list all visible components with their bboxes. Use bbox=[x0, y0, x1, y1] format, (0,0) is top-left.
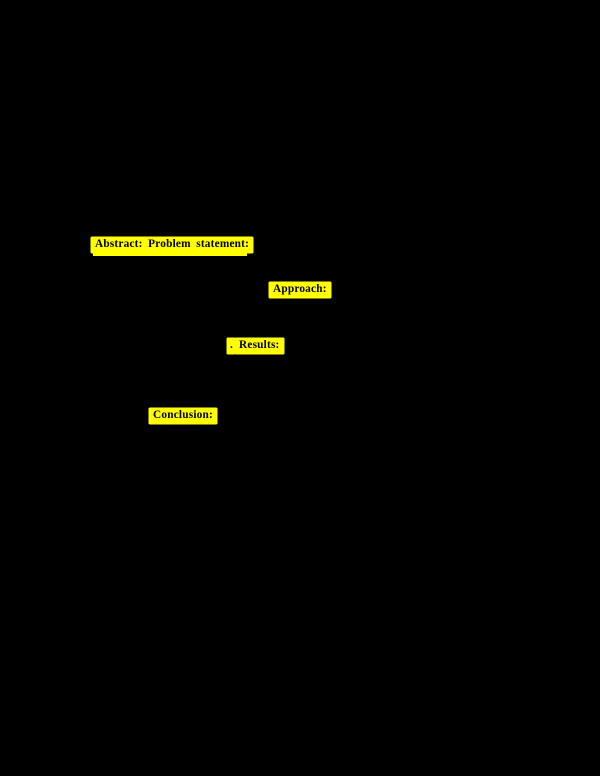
highlight-abstract-problem-statement[interactable]: Abstract: Problem statement: bbox=[91, 237, 254, 257]
highlight-conclusion[interactable]: Conclusion: bbox=[149, 408, 217, 425]
highlight-results-punctuation-fragment[interactable]: . bbox=[227, 338, 236, 355]
highlight-approach[interactable]: Approach: bbox=[269, 282, 331, 299]
highlight-results[interactable]: Results: bbox=[235, 338, 284, 355]
